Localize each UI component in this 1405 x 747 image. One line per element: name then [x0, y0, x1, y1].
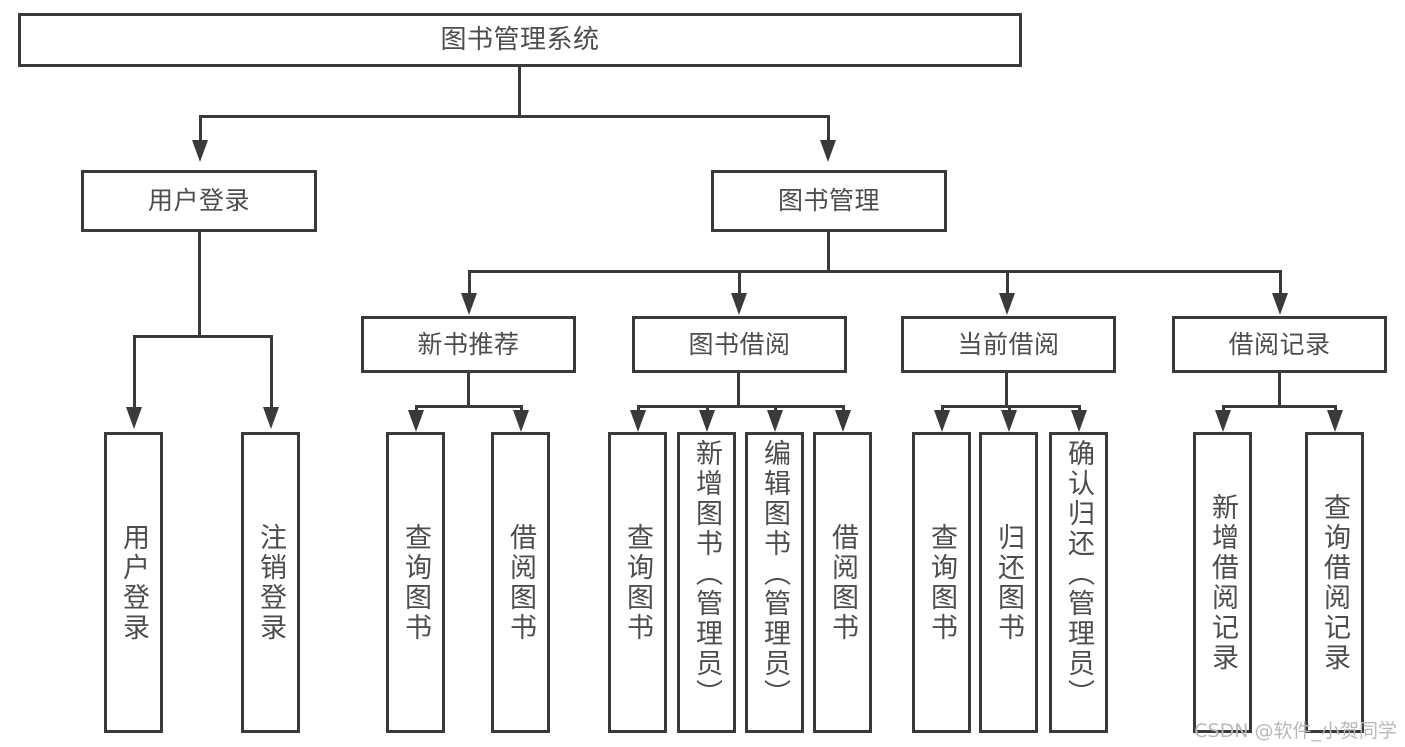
arrow-to-leaf-query-book-2	[630, 410, 646, 432]
connector-current-borrow-drop-3	[1078, 405, 1081, 412]
leaf-borrow-book[interactable]: 借阅图书	[813, 432, 872, 733]
connector-level3-drop-4	[1279, 270, 1282, 293]
leaf-query-book-recommend[interactable]: 查询图书	[386, 432, 445, 733]
connector-current-borrow-drop-1	[941, 405, 944, 412]
connector-book-management-stem	[827, 232, 830, 270]
connector-borrow-record-stem	[1278, 373, 1281, 405]
node-new-book-recommend[interactable]: 新书推荐	[361, 316, 576, 373]
arrow-to-leaf-query-book-3	[934, 410, 950, 432]
connector-level3-drop-2	[738, 270, 741, 293]
arrow-to-user-login	[192, 140, 208, 162]
node-label: 图书借阅	[688, 329, 791, 359]
node-label: 确认归还（管理员）	[1063, 439, 1094, 709]
connector-level2-drop-left	[199, 115, 202, 140]
connector-new-book-bus	[415, 405, 523, 408]
connector-level2-bus	[199, 115, 830, 118]
node-label: 新书推荐	[417, 329, 520, 359]
connector-current-borrow-stem	[1005, 373, 1008, 405]
node-label: 图书管理	[777, 186, 880, 216]
connector-new-book-drop-1	[415, 405, 418, 412]
connector-level3-bus	[468, 270, 1282, 273]
connector-level3-drop-3	[1006, 270, 1009, 293]
leaf-add-borrow-record[interactable]: 新增借阅记录	[1193, 432, 1252, 733]
node-label: 新增图书（管理员）	[691, 439, 722, 709]
connector-book-borrow-drop-1	[637, 405, 640, 412]
arrow-to-leaf-return-book	[1001, 410, 1017, 432]
arrow-to-current-borrow	[999, 293, 1015, 315]
node-label: 用户登录	[118, 522, 149, 643]
node-label: 用户登录	[147, 186, 250, 216]
connector-level3-drop-1	[468, 270, 471, 293]
node-label: 新增借阅记录	[1207, 492, 1238, 673]
node-root-system[interactable]: 图书管理系统	[18, 13, 1022, 67]
node-label: 注销登录	[255, 522, 286, 643]
node-label: 编辑图书（管理员）	[759, 439, 790, 709]
node-book-borrow[interactable]: 图书借阅	[632, 316, 847, 373]
watermark-text: CSDN @软件_小贺同学	[1194, 720, 1397, 742]
connector-level2-drop-right	[827, 115, 830, 140]
connector-new-book-drop-2	[520, 405, 523, 412]
node-book-management[interactable]: 图书管理	[711, 170, 947, 232]
node-label: 借阅图书	[505, 522, 536, 643]
leaf-edit-book-admin[interactable]: 编辑图书（管理员）	[745, 432, 804, 733]
connector-root-stem	[518, 67, 521, 115]
connector-current-borrow-bus	[941, 405, 1081, 408]
arrow-to-leaf-logout	[263, 407, 279, 429]
leaf-query-borrow-record[interactable]: 查询借阅记录	[1305, 432, 1364, 733]
node-label: 查询图书	[622, 522, 653, 643]
connector-borrow-record-bus	[1222, 405, 1337, 408]
arrow-to-book-borrow	[731, 293, 747, 315]
arrow-to-new-book-recommend	[461, 293, 477, 315]
arrow-to-leaf-user-login	[126, 407, 142, 429]
node-borrow-record[interactable]: 借阅记录	[1172, 316, 1387, 373]
connector-book-borrow-drop-3	[774, 405, 777, 412]
arrow-to-book-management	[820, 140, 836, 162]
node-user-login[interactable]: 用户登录	[81, 170, 317, 232]
connector-borrow-record-drop-1	[1222, 405, 1225, 412]
leaf-query-book-borrow[interactable]: 查询图书	[608, 432, 667, 733]
node-label: 查询图书	[400, 522, 431, 643]
leaf-borrow-book-recommend[interactable]: 借阅图书	[491, 432, 550, 733]
connector-user-login-stem	[198, 232, 201, 335]
connector-new-book-stem	[467, 373, 470, 405]
node-current-borrow[interactable]: 当前借阅	[901, 316, 1116, 373]
connector-user-login-drop-1	[133, 335, 136, 407]
node-label: 查询图书	[926, 522, 957, 643]
arrow-to-leaf-add-record	[1215, 410, 1231, 432]
node-label: 归还图书	[993, 522, 1024, 643]
connector-user-login-drop-2	[270, 335, 273, 407]
leaf-logout[interactable]: 注销登录	[241, 432, 300, 733]
connector-book-borrow-bus	[637, 405, 845, 408]
node-label: 图书管理系统	[440, 24, 600, 55]
node-label: 当前借阅	[957, 329, 1060, 359]
node-label: 查询借阅记录	[1319, 492, 1350, 673]
connector-book-borrow-drop-2	[706, 405, 709, 412]
arrow-to-leaf-add-book	[699, 410, 715, 432]
node-label: 借阅图书	[827, 522, 858, 643]
arrow-to-leaf-borrow-book-1	[513, 410, 529, 432]
arrow-to-leaf-confirm-return	[1071, 410, 1087, 432]
arrow-to-leaf-borrow-book-2	[835, 410, 851, 432]
connector-current-borrow-drop-2	[1008, 405, 1011, 412]
connector-user-login-bus	[133, 335, 273, 338]
arrow-to-leaf-edit-book	[767, 410, 783, 432]
connector-book-borrow-drop-4	[842, 405, 845, 412]
arrow-to-borrow-record	[1272, 293, 1288, 315]
connector-borrow-record-drop-2	[1334, 405, 1337, 412]
arrow-to-leaf-query-book-1	[408, 410, 424, 432]
leaf-add-book-admin[interactable]: 新增图书（管理员）	[677, 432, 736, 733]
leaf-user-login[interactable]: 用户登录	[104, 432, 163, 733]
leaf-return-book[interactable]: 归还图书	[979, 432, 1038, 733]
leaf-confirm-return-admin[interactable]: 确认归还（管理员）	[1049, 432, 1108, 733]
node-label: 借阅记录	[1228, 329, 1331, 359]
leaf-query-book-current[interactable]: 查询图书	[912, 432, 971, 733]
arrow-to-leaf-query-record	[1327, 410, 1343, 432]
connector-book-borrow-stem	[737, 373, 740, 405]
